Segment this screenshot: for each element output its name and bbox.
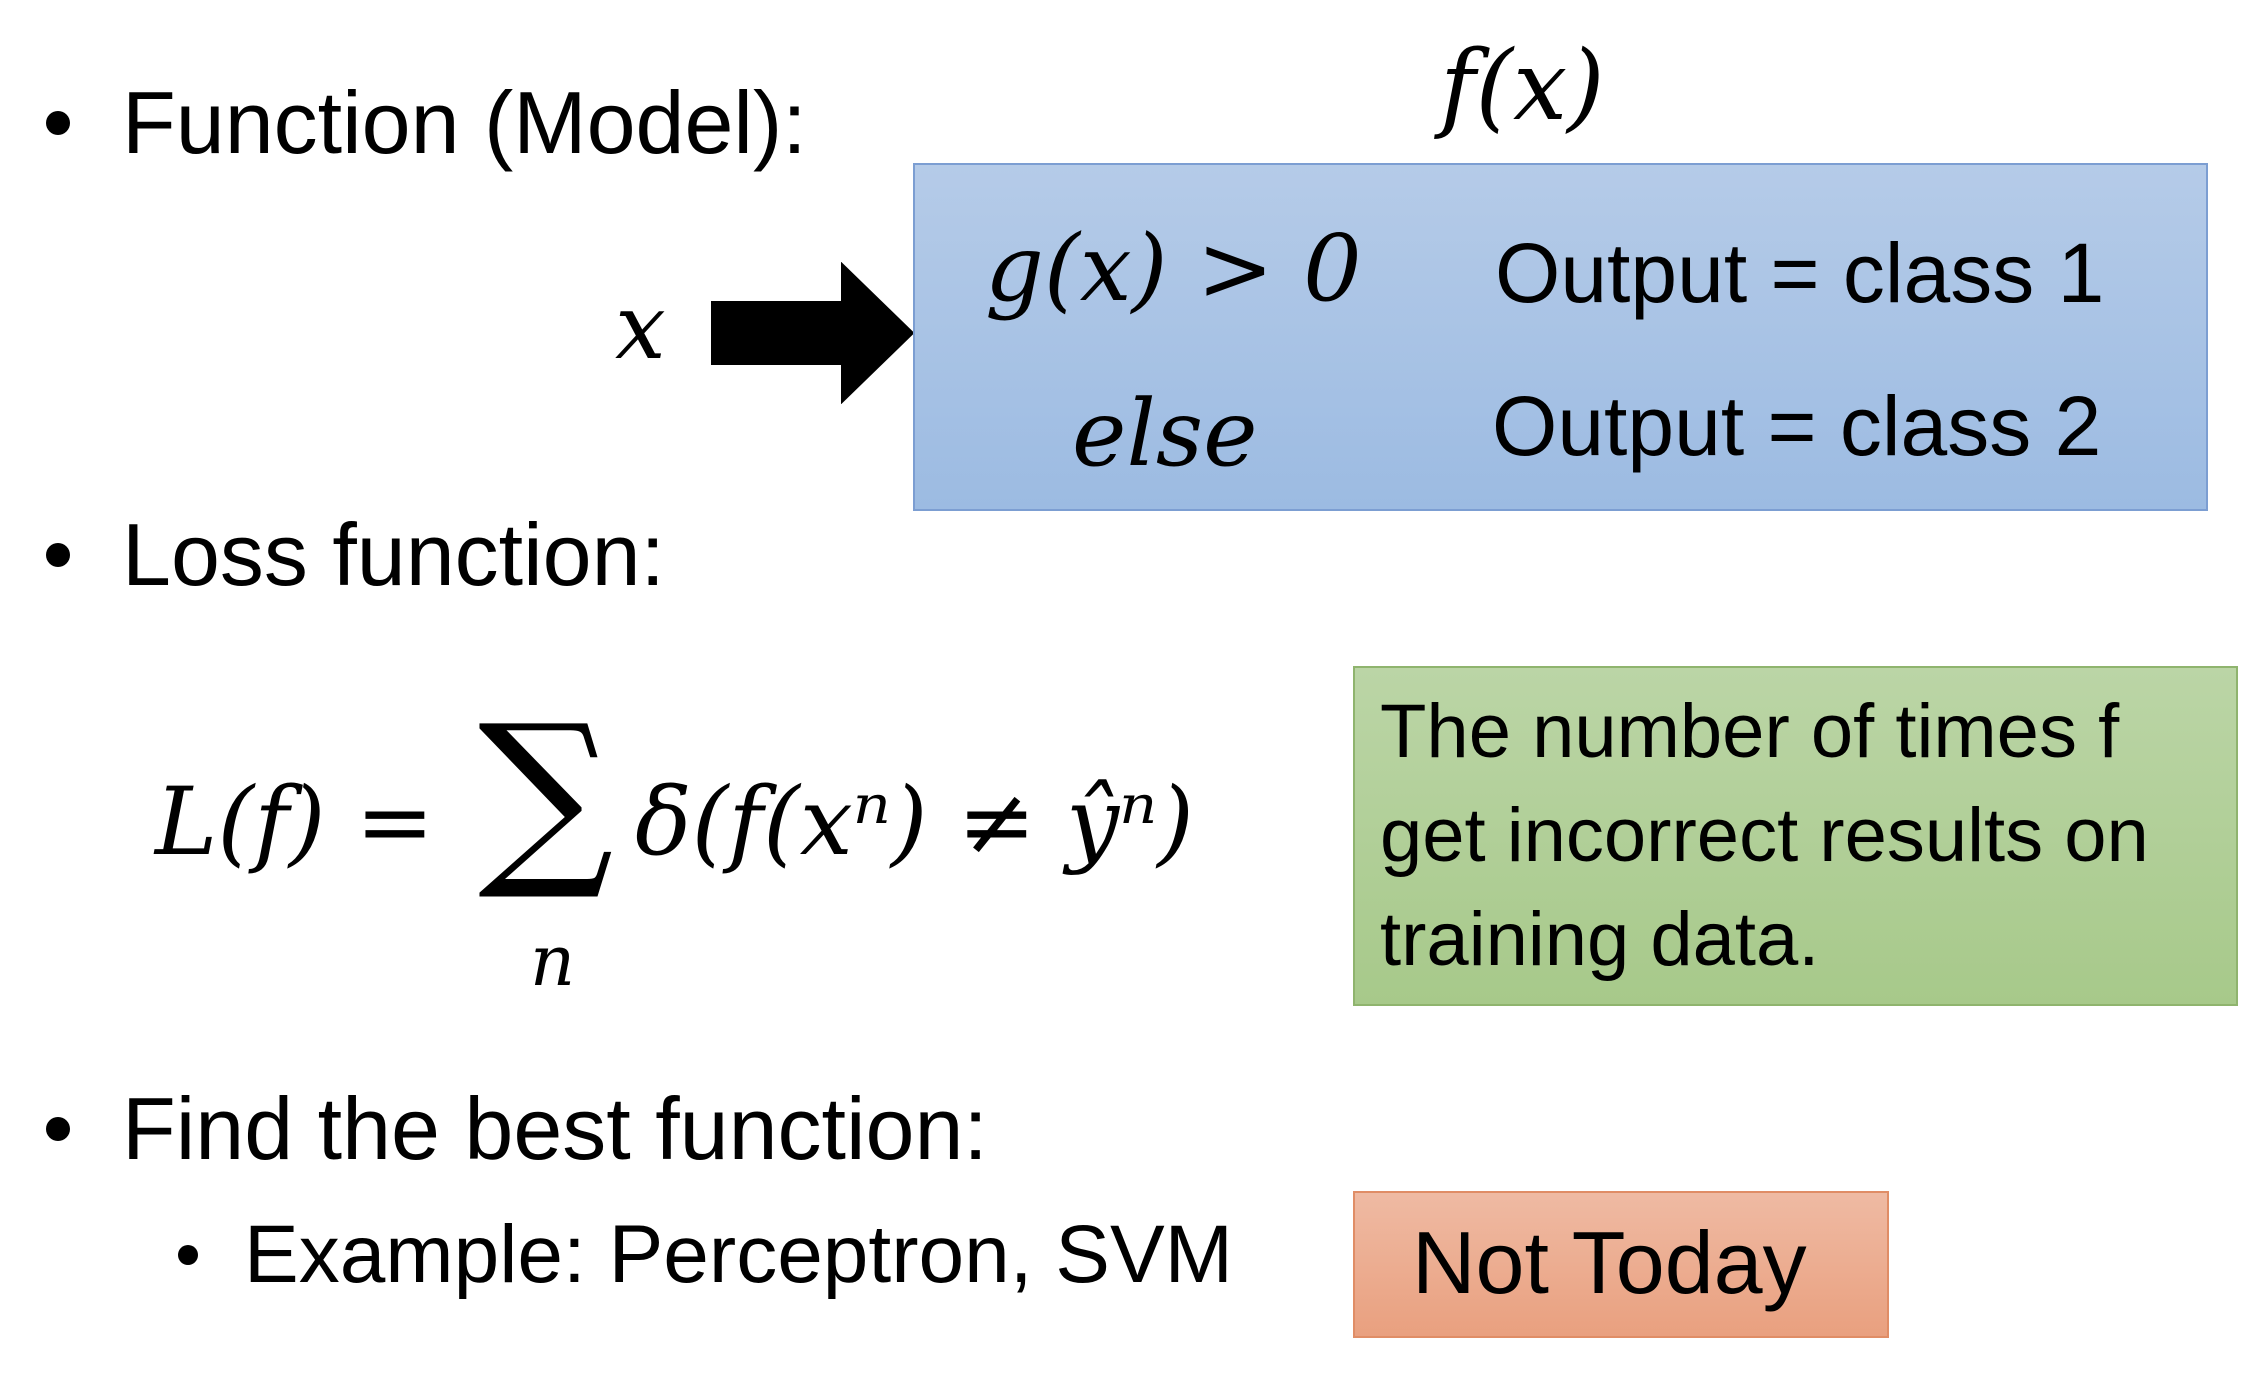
bullet-dot bbox=[46, 111, 70, 135]
note-line-2: get incorrect results on bbox=[1380, 793, 2149, 878]
bullet-text: Find the best function: bbox=[122, 1079, 988, 1178]
bullet-dot bbox=[178, 1245, 198, 1265]
not-today-label: Not Today bbox=[1412, 1213, 1807, 1312]
loss-lhs: L(f) = bbox=[155, 768, 435, 877]
bullet-dot bbox=[46, 543, 70, 567]
bullet-find-best: Find the best function: bbox=[46, 1078, 988, 1180]
model-box bbox=[913, 163, 2208, 511]
bullet-dot bbox=[46, 1117, 70, 1141]
note-line-1: The number of times f bbox=[1380, 689, 2120, 774]
bullet-text: Example: Perceptron, SVM bbox=[244, 1209, 1233, 1300]
fx-label: f(x) bbox=[1440, 30, 1605, 142]
loss-body: δ(f(xⁿ) ≠ ŷⁿ) bbox=[635, 768, 1194, 877]
loss-explanation-box bbox=[1353, 666, 2238, 1006]
right-arrow-icon bbox=[711, 262, 915, 404]
bullet-function-model: Function (Model): bbox=[46, 72, 807, 174]
output-class-2: Output = class 2 bbox=[1492, 379, 2102, 473]
condition-label: g(x) > 0 bbox=[985, 215, 1362, 322]
else-label: else bbox=[1072, 380, 1258, 487]
summation-index: n bbox=[530, 920, 576, 1002]
not-today-box bbox=[1353, 1191, 1889, 1338]
bullet-text: Function (Model): bbox=[122, 73, 807, 172]
bullet-text: Loss function: bbox=[122, 505, 665, 604]
summation-symbol: ∑ bbox=[478, 684, 614, 905]
bullet-example: Example: Perceptron, SVM bbox=[178, 1208, 1233, 1302]
note-line-3: training data. bbox=[1380, 897, 1820, 982]
bullet-loss-function: Loss function: bbox=[46, 504, 665, 606]
input-x-label: x bbox=[615, 275, 666, 380]
output-class-1: Output = class 1 bbox=[1495, 226, 2105, 320]
